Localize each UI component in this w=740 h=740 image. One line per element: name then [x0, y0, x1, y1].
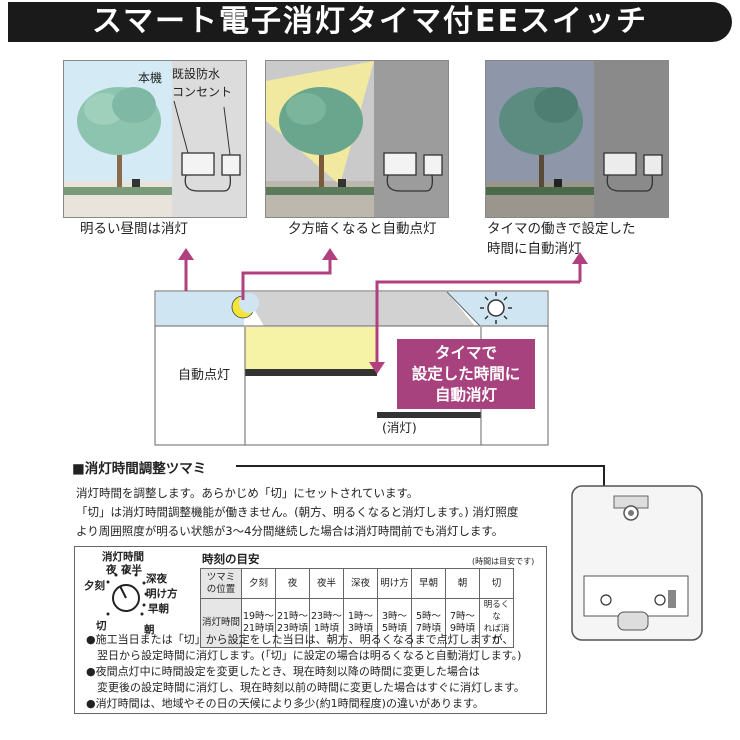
- scene-daytime: 本機 既設防水 コンセント: [63, 60, 247, 218]
- para-1: 消灯時間を調整します。あらかじめ「切」にセットされています。: [76, 486, 419, 500]
- knob-info-box: [74, 546, 547, 714]
- time-table-note: (時間は目安です): [472, 557, 535, 566]
- knob-label-midnight: 夜半: [121, 564, 142, 576]
- tree-icon: [77, 87, 161, 191]
- callout-line1: タイマで: [434, 344, 497, 362]
- table-row: 消灯時間 19時～ 21時頃 21時～ 23時頃 23時～ 1時頃 1時～ 3時…: [200, 598, 514, 648]
- table-header-cell: 切: [479, 568, 514, 599]
- time-table-title: 時刻の目安: [202, 552, 260, 566]
- label-outlet-line2: コンセント: [172, 85, 233, 99]
- note-2: 翌日から設定時間に消灯します。(「切」に設定の場合は明るくなると自動消灯します。…: [86, 649, 522, 662]
- sun-icon: [480, 292, 512, 324]
- table-header-cell: 明け方: [377, 568, 412, 599]
- callout-auto-off: タイマで 設定した時間に 自動消灯: [397, 339, 535, 409]
- device-illustration: [571, 485, 703, 641]
- table-header-cell: 朝: [445, 568, 480, 599]
- knob-label-night: 夜: [106, 564, 117, 576]
- caption-dusk: 夕方暗くなると自動点灯: [288, 221, 437, 237]
- caption-daytime: 明るい昼間は消灯: [80, 221, 188, 237]
- para-2: 「切」は消灯時間調整機能が働きません。(朝方、明るくなると消灯します。) 消灯照…: [76, 505, 519, 519]
- table-header-cell: 夜半: [309, 568, 344, 599]
- table-cell: 3時～ 5時頃: [377, 598, 412, 648]
- note-1: ●施工当日または「切」から設定をした当日は、朝方、明るくなるまで点灯しますが、: [86, 633, 514, 646]
- knob-label-evening: 夕刻: [84, 580, 105, 592]
- knob-label-early-morning: 早朝: [148, 603, 169, 615]
- table-header-cell: 夕刻: [241, 568, 276, 599]
- table-header-cell: 早朝: [411, 568, 446, 599]
- caption-night-line2: 時間に自動消灯: [487, 241, 582, 257]
- note-3: ●夜間点灯中に時間設定を変更したとき、現在時刻以降の時間に変更した場合は: [86, 665, 480, 678]
- time-table: ツマミ の位置 夕刻 夜 夜半 深夜 明け方 早朝 朝 切 消灯時間 19時～ …: [200, 568, 514, 648]
- label-auto-on: 自動点灯: [178, 368, 231, 383]
- table-cell: 7時～ 9時頃: [445, 598, 480, 648]
- section-heading: ■消灯時間調整ツマミ: [72, 461, 207, 477]
- tree-icon: [499, 87, 583, 191]
- callout-line3: 自動消灯: [434, 386, 497, 404]
- scene-daytime-illustration: [64, 61, 246, 217]
- label-outlet: 既設防水 コンセント: [172, 65, 232, 101]
- para-3: より周囲照度が明るい状態が3～4分間継続した場合は消灯時間前でも消灯します。: [76, 524, 504, 538]
- callout-line2: 設定した時間に: [411, 365, 521, 383]
- table-cell: 5時～ 7時頃: [411, 598, 446, 648]
- knob-label-off: 切: [96, 620, 107, 632]
- note-4: 変更後の設定時間に消灯し、現在時刻以前の時間に変更した場合はすぐに消灯します。: [86, 681, 525, 694]
- table-header-cell: 夜: [275, 568, 310, 599]
- scene-dusk: [265, 60, 449, 218]
- knob-label-dawn: 明け方: [146, 588, 178, 600]
- table-cell: 23時～ 1時頃: [309, 598, 344, 648]
- table-header-cell: ツマミ の位置: [200, 568, 242, 599]
- table-cell: 19時～ 21時頃: [241, 598, 276, 648]
- table-cell: 明るくな れば消灯: [479, 598, 514, 648]
- note-5: ●消灯時間は、地域やその日の天候により多少(約1時間程度)の違いがあります。: [86, 697, 484, 710]
- knob-label-morning: 朝: [144, 624, 155, 636]
- title-banner: スマート電子消灯タイマ付EEスイッチ: [8, 2, 732, 42]
- scene-night-illustration: [486, 61, 668, 217]
- scene-dusk-illustration: [266, 61, 448, 217]
- knob-icon: [600, 594, 612, 606]
- label-off: (消灯): [382, 420, 417, 435]
- label-main-unit: 本機: [138, 71, 163, 85]
- caption-night: タイマの働きで設定した 時間に自動消灯: [487, 219, 636, 259]
- tree-icon: [279, 87, 363, 191]
- table-row: ツマミ の位置 夕刻 夜 夜半 深夜 明け方 早朝 朝 切: [200, 568, 514, 599]
- scene-night: [485, 60, 669, 218]
- caption-night-line1: タイマの働きで設定した: [487, 221, 636, 237]
- page-title: スマート電子消灯タイマ付EEスイッチ: [91, 4, 649, 39]
- knob-title: 消灯時間: [102, 551, 144, 563]
- knob-dial: [106, 570, 148, 616]
- timeline-diagram: [154, 248, 588, 446]
- label-outlet-line1: 既設防水: [172, 67, 221, 81]
- table-row-label: 消灯時間: [200, 598, 242, 648]
- table-header-cell: 深夜: [343, 568, 378, 599]
- table-cell: 21時～ 23時頃: [275, 598, 310, 648]
- knob-label-late-night: 深夜: [146, 573, 167, 585]
